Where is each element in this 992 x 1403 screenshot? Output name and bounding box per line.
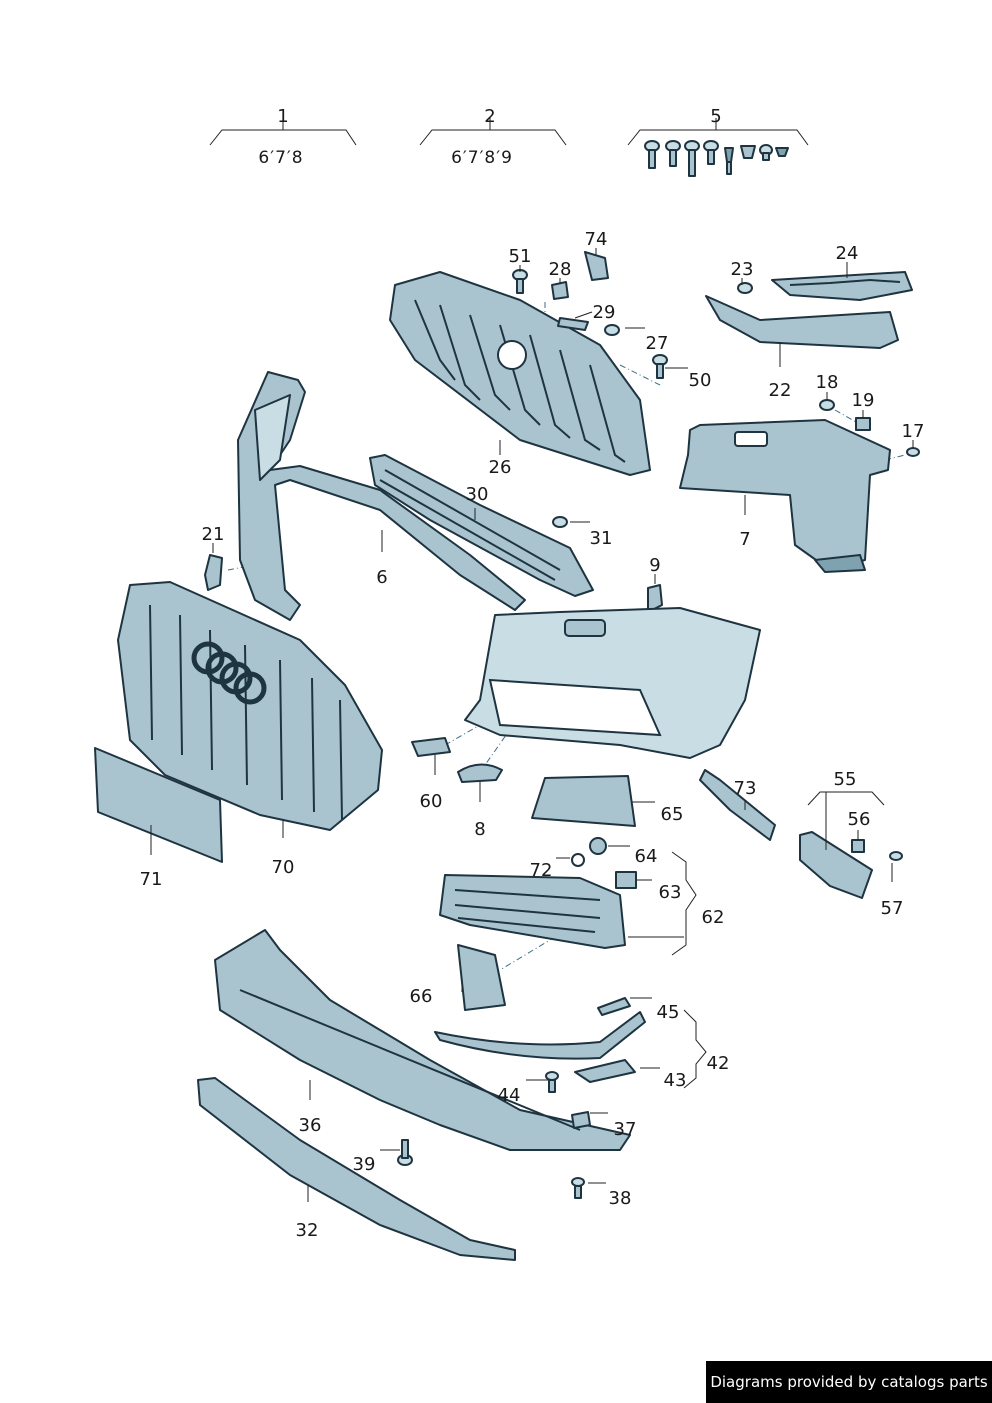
callout-9: 9 — [649, 555, 660, 576]
bracket-part-55 — [799, 831, 873, 899]
ring-part-72 — [571, 853, 585, 867]
callout-8: 8 — [474, 819, 485, 840]
fog-grille-part-62 — [439, 874, 626, 949]
callout-31: 31 — [590, 528, 613, 549]
callout-labels: 51 28 74 29 27 50 23 24 22 18 19 17 26 7… — [140, 229, 925, 1241]
callout-63: 63 — [659, 882, 682, 903]
callout-36: 36 — [299, 1115, 322, 1136]
strip-part-73 — [699, 769, 776, 841]
screw-part-44 — [545, 1071, 559, 1093]
screw-part-57 — [889, 851, 903, 861]
screw-part-23 — [737, 282, 753, 294]
callout-64: 64 — [635, 846, 658, 867]
callout-65: 65 — [661, 804, 684, 825]
spoiler-part-32 — [197, 1077, 516, 1261]
callout-32: 32 — [296, 1220, 319, 1241]
clip-part-63 — [615, 871, 637, 889]
leader-lines — [150, 248, 914, 1202]
fastener-set-icon — [644, 140, 789, 177]
side-bracket-part-7 — [679, 419, 891, 573]
callout-17: 17 — [902, 421, 925, 442]
callout-28: 28 — [549, 259, 572, 280]
callout-21: 21 — [202, 524, 225, 545]
callout-72: 72 — [530, 860, 553, 881]
clip-part-37 — [571, 1111, 591, 1129]
group-2-number: 2 — [484, 106, 495, 127]
nut-part-56 — [851, 839, 865, 853]
credit-banner: Diagrams provided by catalogs parts — [706, 1361, 992, 1403]
callout-23: 23 — [731, 259, 754, 280]
brand-rings-icon — [191, 641, 267, 705]
callout-6: 6 — [376, 567, 387, 588]
lower-insert-part-30 — [369, 454, 594, 597]
callout-74: 74 — [585, 229, 608, 250]
bracket-part-74 — [584, 251, 609, 281]
callout-57: 57 — [881, 898, 904, 919]
callout-66: 66 — [410, 986, 433, 1007]
callout-24: 24 — [836, 243, 859, 264]
callout-43: 43 — [664, 1070, 687, 1091]
callout-44: 44 — [498, 1085, 521, 1106]
callout-62: 62 — [702, 907, 725, 928]
clip-part-60 — [411, 737, 451, 757]
callout-7: 7 — [739, 529, 750, 550]
group-5: 5 — [627, 106, 809, 177]
callout-30: 30 — [466, 484, 489, 505]
callout-70: 70 — [272, 857, 295, 878]
screw-part-51 — [512, 269, 528, 294]
screw-part-50 — [652, 354, 668, 379]
callout-37: 37 — [614, 1119, 637, 1140]
callout-38: 38 — [609, 1188, 632, 1209]
screw-part-31 — [552, 516, 568, 528]
screw-part-38 — [571, 1177, 585, 1199]
callout-26: 26 — [489, 457, 512, 478]
panel-part-65 — [531, 775, 636, 827]
bumper-cover — [464, 607, 761, 759]
license-plate-part-71 — [94, 747, 223, 863]
group-2: 2 6′7′8′9 — [419, 106, 567, 168]
cover-part-8 — [457, 763, 503, 783]
bumper-carrier-part-6 — [237, 371, 526, 621]
callout-51: 51 — [509, 246, 532, 267]
trim-part-43 — [574, 1059, 636, 1083]
screw-part-18 — [819, 399, 835, 411]
trim-part-45 — [434, 1011, 646, 1060]
group-1: 1 6′7′8 — [209, 106, 357, 168]
screw-part-39 — [397, 1139, 413, 1166]
callout-56: 56 — [848, 809, 871, 830]
callout-60: 60 — [420, 791, 443, 812]
callout-22: 22 — [769, 380, 792, 401]
frame-part-66 — [457, 944, 506, 1011]
screw-part-17 — [906, 447, 920, 457]
callout-73: 73 — [734, 778, 757, 799]
group-2-note: 6′7′8′9 — [451, 148, 513, 168]
callout-18: 18 — [816, 372, 839, 393]
grille-frame-part-26 — [389, 271, 651, 476]
callout-45: 45 — [657, 1002, 680, 1023]
callout-19: 19 — [852, 390, 875, 411]
front-grille-part-70 — [117, 581, 383, 831]
clip-part-28 — [551, 281, 569, 300]
clip-part-29 — [557, 317, 589, 331]
callout-42: 42 — [707, 1053, 730, 1074]
screw-part-27 — [604, 324, 620, 336]
trim-strip-part-22 — [705, 295, 899, 349]
callout-50: 50 — [689, 370, 712, 391]
clip-part-21 — [204, 554, 223, 591]
group-1-number: 1 — [277, 106, 288, 127]
callout-71: 71 — [140, 869, 163, 890]
underbody-part-36 — [214, 929, 631, 1151]
sensor-part-64 — [589, 837, 607, 855]
group-5-number: 5 — [710, 106, 721, 127]
small-trim-part-45b — [597, 997, 631, 1016]
callout-27: 27 — [646, 333, 669, 354]
bracket-part-24 — [771, 271, 913, 301]
callout-55: 55 — [834, 769, 857, 790]
group-1-note: 6′7′8 — [258, 148, 303, 168]
clip-part-9 — [647, 584, 663, 613]
nut-part-19 — [855, 417, 871, 431]
callout-29: 29 — [593, 302, 616, 323]
callout-39: 39 — [353, 1154, 376, 1175]
